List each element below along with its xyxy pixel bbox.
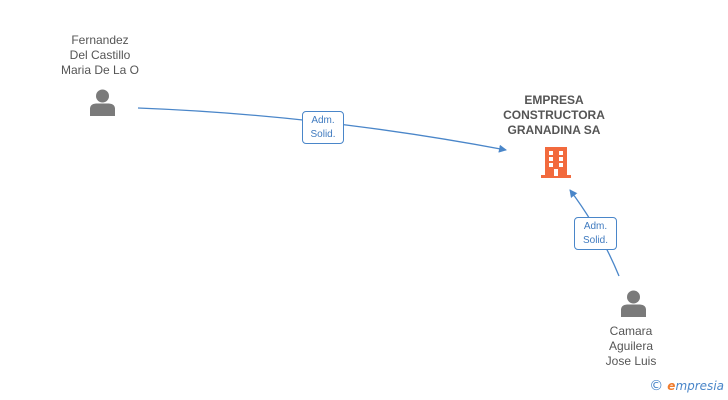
edge-label-line: Adm.: [583, 221, 608, 232]
person-icon[interactable]: [619, 289, 648, 318]
copyright-icon: ©: [649, 378, 664, 394]
person-name-1[interactable]: Fernandez Del Castillo Maria De La O: [50, 33, 150, 78]
building-icon[interactable]: [540, 145, 572, 179]
edge-label-adm-solid[interactable]: Adm. Solid.: [302, 111, 344, 144]
company-name-line: GRANADINA SA: [507, 123, 601, 137]
brand-name: mpresia: [675, 379, 724, 393]
person-name-line: Jose Luis: [605, 354, 657, 368]
edge-label-line: Solid.: [310, 129, 336, 140]
person-name-line: Maria De La O: [60, 63, 140, 77]
person-name-line: Del Castillo: [69, 48, 131, 62]
brand-e: e: [667, 379, 676, 393]
company-name[interactable]: EMPRESA CONSTRUCTORA GRANADINA SA: [496, 93, 612, 138]
company-name-line: CONSTRUCTORA: [503, 108, 605, 122]
person-name-line: Camara: [609, 324, 653, 338]
person-name-line: Aguilera: [608, 339, 654, 353]
edge-label-adm-solid[interactable]: Adm. Solid.: [574, 217, 617, 250]
edge-label-line: Adm.: [311, 115, 335, 126]
company-name-line: EMPRESA: [524, 93, 584, 107]
person-icon[interactable]: [88, 88, 117, 117]
empresia-logo: ©empresia: [649, 378, 724, 394]
person-name-2[interactable]: Camara Aguilera Jose Luis: [585, 324, 677, 369]
edge-label-line: Solid.: [582, 235, 608, 246]
person-name-line: Fernandez: [71, 33, 129, 47]
